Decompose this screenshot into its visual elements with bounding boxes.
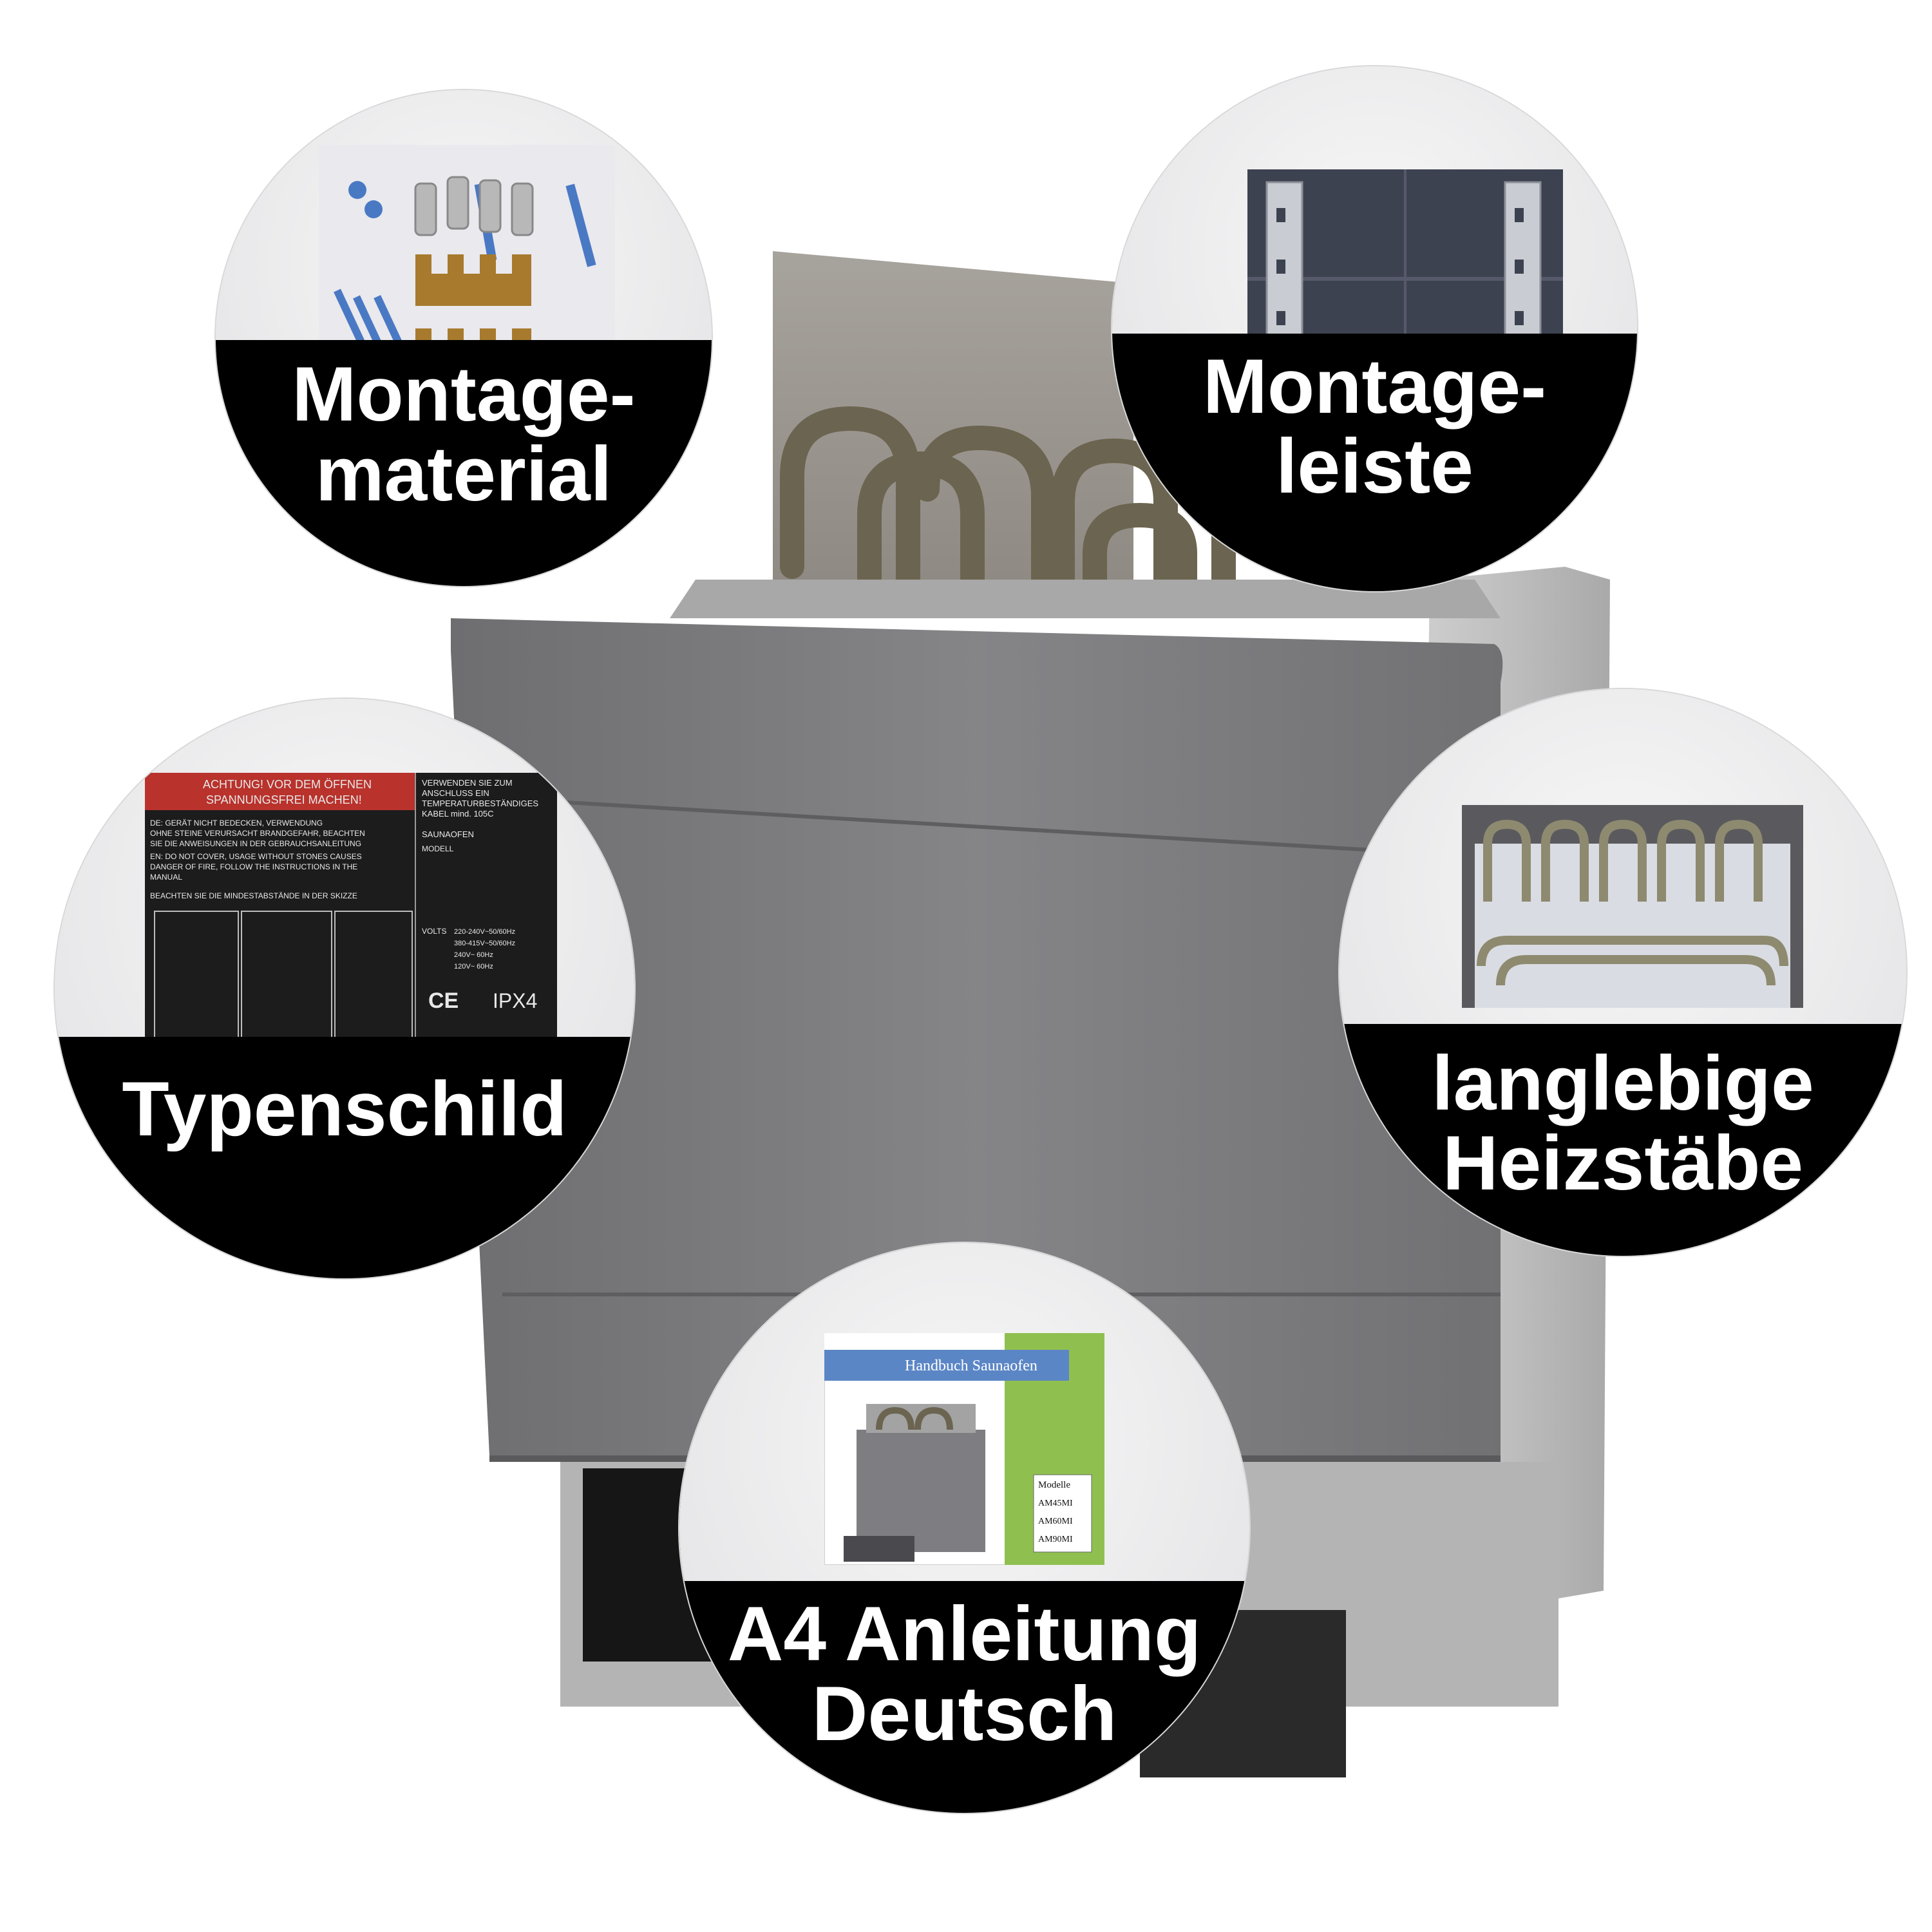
manual-title: Handbuch Saunaofen [905, 1358, 1037, 1374]
badge-label: Montage- [292, 351, 636, 437]
badge-label: Heizstäbe [1442, 1120, 1804, 1206]
plate-text: 240V~ 60Hz [454, 951, 493, 959]
manual-model: AM45MI [1038, 1499, 1073, 1508]
badge-label: Deutsch [811, 1671, 1117, 1757]
badge-montagematerial: Montage- material [216, 90, 712, 586]
badge-band: Montage- leiste [1112, 334, 1637, 591]
manual-cover-photo: Handbuch Saunaofen Modelle AM45MI AM60MI… [824, 1333, 1104, 1565]
heating-rods-photo [1462, 805, 1803, 1008]
plate-text: KABEL mind. 105C [422, 809, 494, 819]
manual-heater-image [844, 1404, 985, 1562]
badge-label: Typenschild [122, 1066, 567, 1152]
manual-model: AM90MI [1038, 1535, 1073, 1544]
manual-model: AM60MI [1038, 1517, 1073, 1526]
plate-text: 220-240V~50/60Hz [454, 928, 515, 936]
badge-typenschild: ACHTUNG! VOR DEM ÖFFNEN SPANNUNGSFREI MA… [55, 699, 634, 1278]
plate-text: BEACHTEN SIE DIE MINDESTABSTÄNDE IN DER … [150, 891, 357, 900]
plate-text: EN: DO NOT COVER, USAGE WITHOUT STONES C… [150, 852, 362, 861]
badge-band: langlebige Heizstäbe [1340, 1024, 1906, 1256]
plate-text: TEMPERATURBESTÄNDIGES [422, 799, 538, 808]
plate-text: DE: GERÄT NICHT BEDECKEN, VERWENDUNG [150, 819, 323, 828]
badge-label: A4 Anleitung [727, 1591, 1202, 1677]
rating-plate-photo: ACHTUNG! VOR DEM ÖFFNEN SPANNUNGSFREI MA… [145, 773, 557, 1056]
plate-text: 380-415V~50/60Hz [454, 940, 515, 947]
plate-text: DANGER OF FIRE, FOLLOW THE INSTRUCTIONS … [150, 862, 357, 871]
badge-montageleiste: Montage- leiste [1112, 66, 1637, 591]
badge-anleitung: Handbuch Saunaofen Modelle AM45MI AM60MI… [679, 1243, 1249, 1813]
plate-text: ANSCHLUSS EIN [422, 788, 489, 798]
badge-label: material [315, 431, 612, 517]
badge-band: Typenschild [55, 1037, 634, 1278]
plate-text: MANUAL [150, 873, 182, 882]
plate-text: VOLTS [422, 927, 446, 936]
plate-text: SIE DIE ANWEISUNGEN IN DER GEBRAUCHSANLE… [150, 839, 361, 848]
badge-heizstaebe: langlebige Heizstäbe [1340, 689, 1906, 1256]
badge-band: Montage- material [216, 340, 712, 586]
cable-lugs [414, 176, 534, 236]
plate-text: MODELL [422, 844, 454, 853]
badge-label: leiste [1276, 423, 1473, 509]
plate-text: OHNE STEINE VERURSACHT BRANDGEFAHR, BEAC… [150, 829, 365, 838]
badge-band: A4 Anleitung Deutsch [679, 1581, 1249, 1813]
badge-label: Montage- [1202, 343, 1547, 430]
ipx4-mark: IPX4 [493, 989, 537, 1012]
plate-text: 120V~ 60Hz [454, 963, 493, 971]
plate-text: VERWENDEN SIE ZUM [422, 778, 513, 788]
heater-body [451, 618, 1503, 1455]
ce-mark: CE [428, 989, 459, 1013]
plate-text: SAUNAOFEN [422, 829, 474, 839]
rods [1477, 819, 1788, 986]
plate-warning-text: ACHTUNG! VOR DEM ÖFFNEN [203, 778, 372, 791]
plate-warning-text: SPANNUNGSFREI MACHEN! [206, 793, 362, 806]
badge-label: langlebige [1432, 1040, 1814, 1126]
manual-models-label: Modelle [1038, 1480, 1070, 1490]
